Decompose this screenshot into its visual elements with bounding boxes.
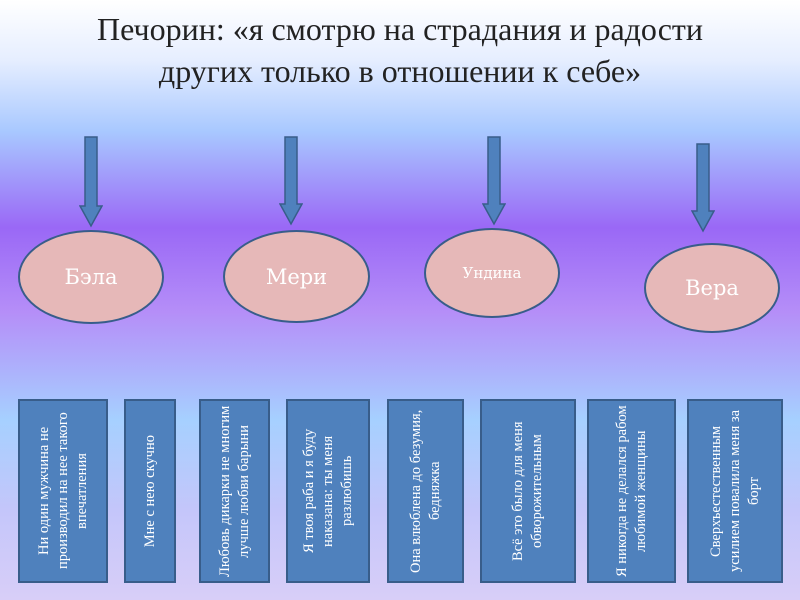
character-bela: Бэла (18, 230, 164, 324)
quote-box: Она влюблена до безумия, бедняжка (387, 399, 464, 583)
quote-text: Мне с нею скучно (141, 434, 158, 548)
character-undina: Ундина (424, 228, 560, 318)
quote-text: Она влюблена до безумия, бедняжка (407, 409, 443, 573)
quote-text: Сверхъестественным усилием повалила меня… (707, 409, 762, 573)
down-arrow-icon (79, 136, 103, 228)
character-meri: Мери (223, 230, 370, 323)
quote-box: Мне с нею скучно (124, 399, 176, 583)
down-arrow-icon (279, 136, 303, 226)
quote-text: Всё это было для меня обворожительным (510, 421, 545, 561)
down-arrow-icon (691, 143, 715, 233)
down-arrow-icon (482, 136, 506, 226)
character-label: Мери (265, 264, 328, 289)
quote-text: Я никогда не делался рабом любимой женщи… (613, 405, 649, 577)
slide-title: Печорин: «я смотрю на страдания и радост… (96, 11, 704, 89)
quote-box: Я никогда не делался рабом любимой женщи… (587, 399, 676, 583)
quote-box: Любовь дикарки не многим лучше любви бар… (199, 399, 270, 583)
quote-text: Ни один мужчина не производил на нее так… (35, 412, 90, 570)
quote-box: Ни один мужчина не производил на нее так… (18, 399, 108, 583)
character-label: Вера (685, 276, 739, 300)
character-vera: Вера (644, 243, 780, 333)
quote-box: Сверхъестественным усилием повалила меня… (687, 399, 783, 583)
quote-text: Любовь дикарки не многим лучше любви бар… (216, 405, 252, 577)
character-label: Ундина (462, 264, 522, 282)
character-label: Бэла (64, 265, 118, 289)
quote-box: Всё это было для меня обворожительным (480, 399, 576, 583)
quote-text: Я твоя раба и я буду наказана: ты меня р… (300, 428, 355, 554)
quote-box: Я твоя раба и я буду наказана: ты меня р… (286, 399, 370, 583)
